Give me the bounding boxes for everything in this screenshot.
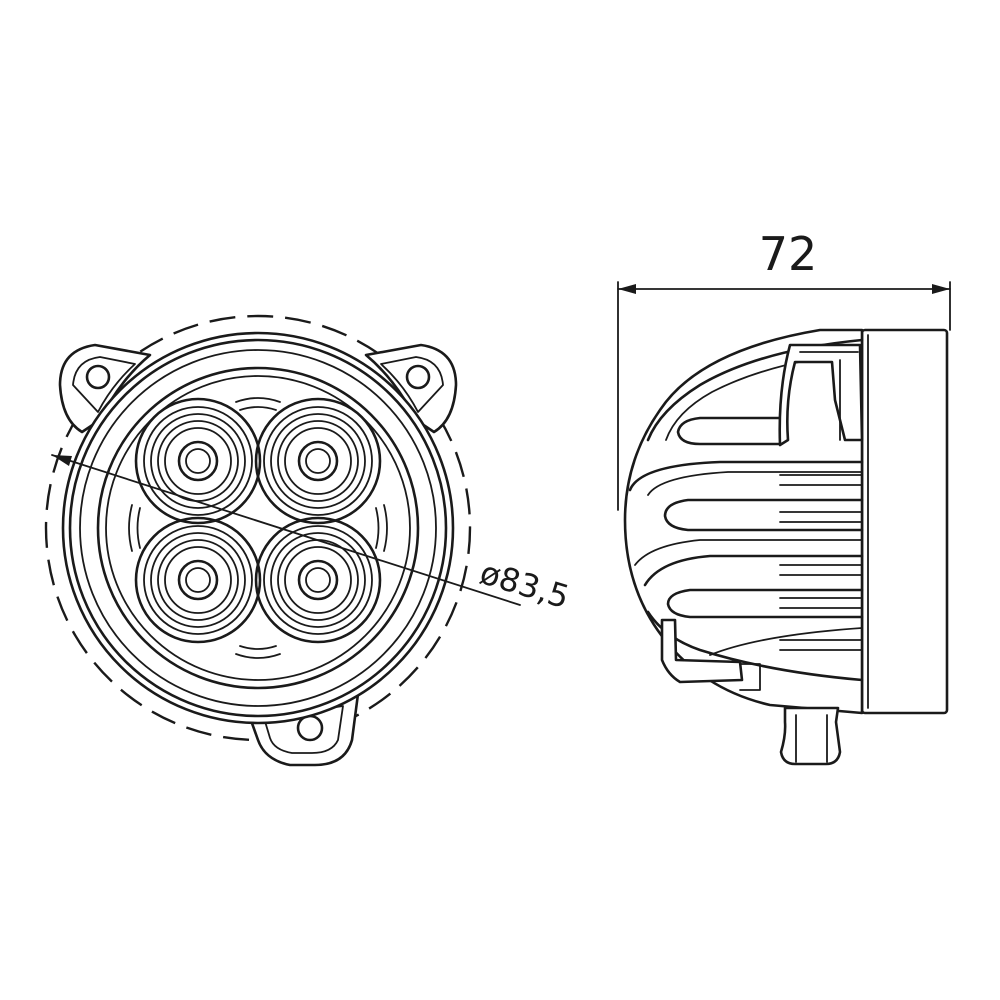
width-dimension: 72 xyxy=(617,227,951,511)
top-bracket xyxy=(778,343,864,447)
mounting-hole-icon xyxy=(85,364,111,390)
mounting-circle-dashed xyxy=(44,314,472,742)
diameter-label: ø83,5 xyxy=(476,553,574,616)
dimension-arrow-icon xyxy=(618,284,636,294)
dimension-arrow-icon xyxy=(52,455,72,466)
led-lens-top-right xyxy=(254,397,382,525)
front-view: ø83,5 xyxy=(44,314,574,767)
reflector-slots xyxy=(128,397,388,659)
front-bezel xyxy=(860,328,949,715)
mounting-tab-top-left xyxy=(58,343,152,434)
led-lens-bottom-left xyxy=(134,516,262,644)
cable-gland xyxy=(779,706,842,766)
mounting-hole-icon xyxy=(405,364,431,390)
led-lens-bottom-right xyxy=(254,516,382,644)
mounting-tab-top-right xyxy=(364,343,458,434)
width-label: 72 xyxy=(759,227,818,281)
led-lens-top-left xyxy=(134,397,262,525)
housing-outer-ring xyxy=(61,331,455,725)
dimension-arrow-icon xyxy=(932,284,950,294)
bottom-bracket xyxy=(660,618,761,691)
side-view: 72 xyxy=(617,227,951,766)
